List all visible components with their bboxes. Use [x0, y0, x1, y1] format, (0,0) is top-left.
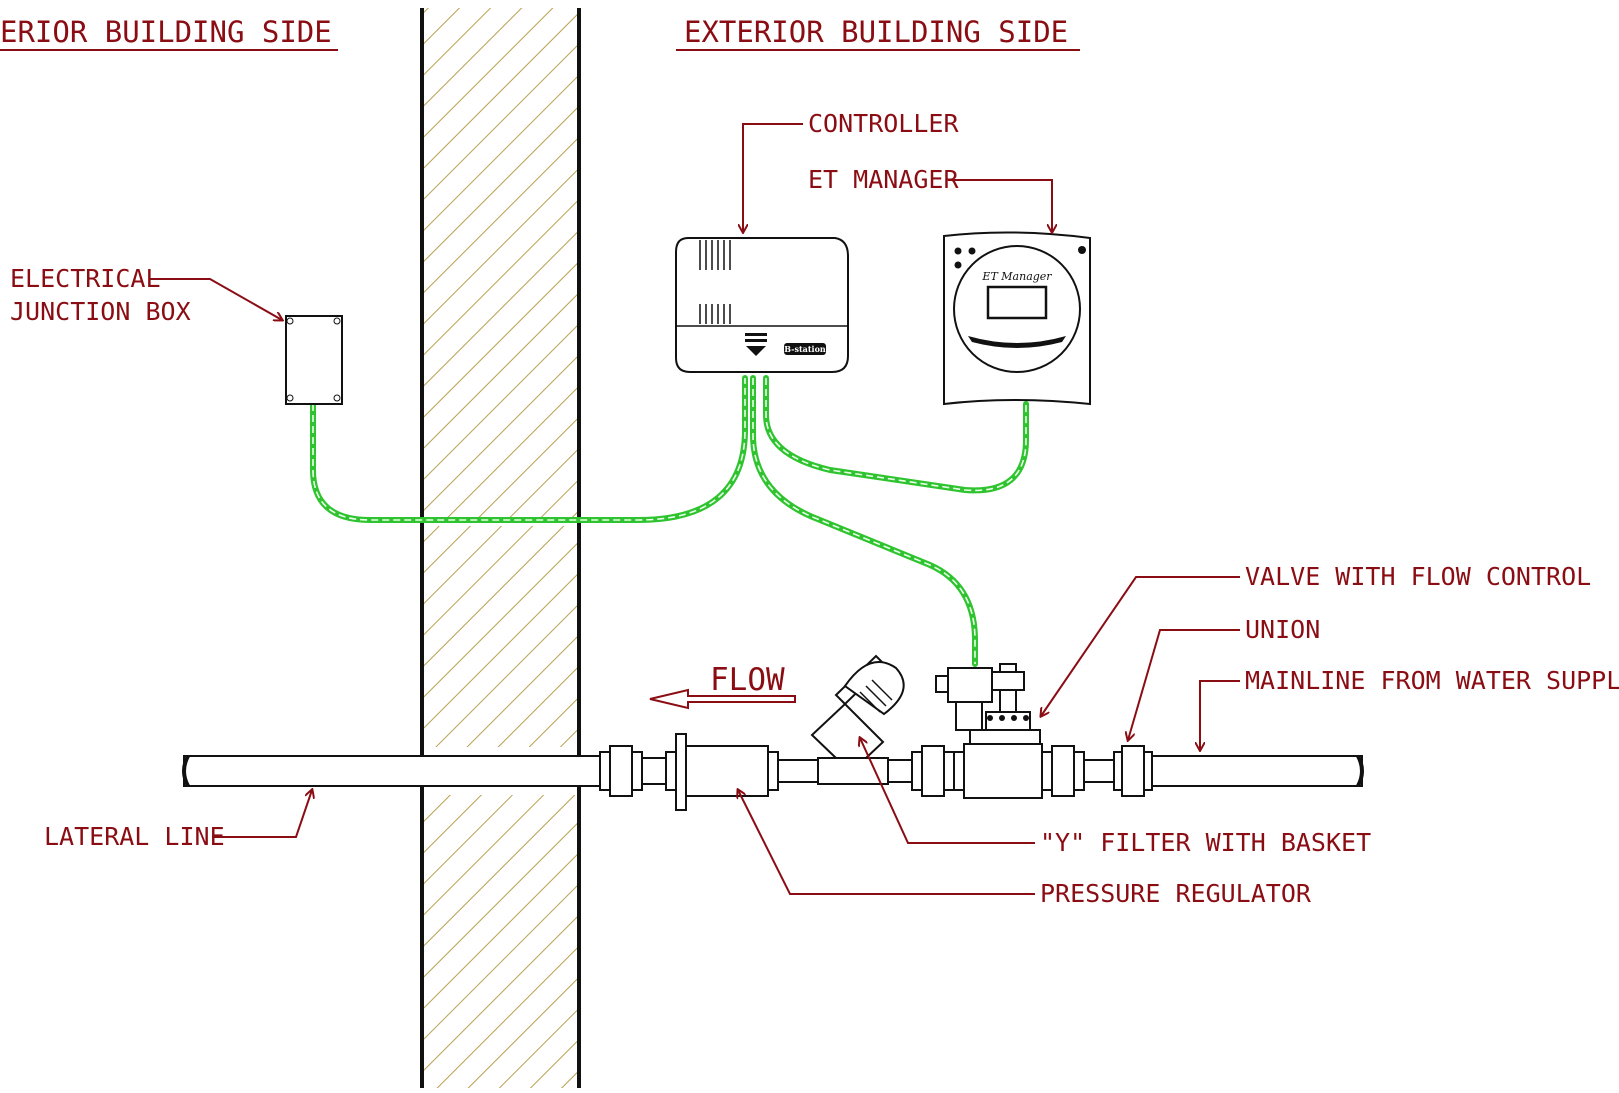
- control-wires: [310, 375, 1029, 667]
- interior-side-header: ERIOR BUILDING SIDE: [0, 15, 332, 49]
- mainline-label: MAINLINE FROM WATER SUPPLY: [1245, 666, 1619, 695]
- flow-label: FLOW: [710, 662, 785, 698]
- et-manager-unit: ET Manager: [943, 231, 1091, 406]
- junction-box-label-line1: ELECTRICAL: [10, 264, 161, 293]
- et-manager-label: ET MANAGER: [808, 165, 959, 194]
- controller-unit: B-station: [675, 237, 849, 373]
- lateral-line-label: LATERAL LINE: [44, 822, 225, 851]
- controller-brand-text: B-station: [784, 344, 826, 354]
- junction-box-label-line2: JUNCTION BOX: [10, 297, 191, 326]
- et-manager-face-text: ET Manager: [981, 270, 1052, 283]
- valve-label: VALVE WITH FLOW CONTROL: [1245, 562, 1591, 591]
- arrow-left-icon: [649, 688, 796, 710]
- pressure-regulator-label: PRESSURE REGULATOR: [1040, 879, 1312, 908]
- union-label: UNION: [1245, 615, 1320, 644]
- building-wall: [420, 8, 581, 1088]
- electrical-junction-box: [285, 315, 343, 405]
- exterior-side-header: EXTERIOR BUILDING SIDE: [684, 15, 1068, 49]
- valve-bolts: [987, 715, 1029, 721]
- pipeline-assembly: [182, 654, 1364, 811]
- y-filter-label: "Y" FILTER WITH BASKET: [1040, 828, 1371, 857]
- controller-vents: [699, 240, 731, 324]
- controller-label: CONTROLLER: [808, 109, 959, 138]
